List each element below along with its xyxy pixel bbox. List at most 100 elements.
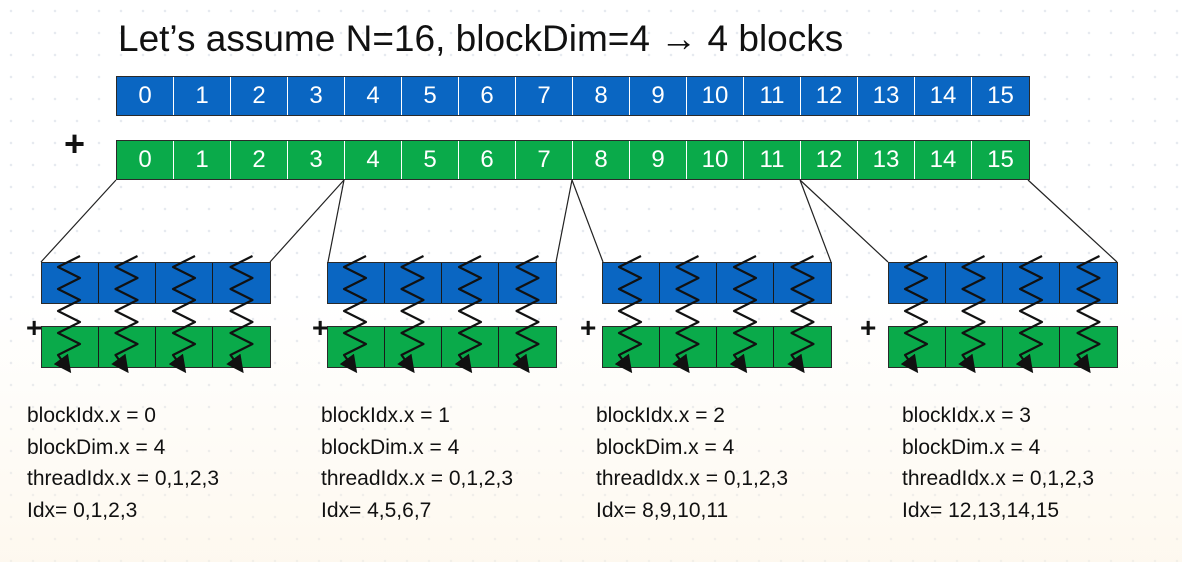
top_array-cell: 5: [402, 77, 459, 115]
thread-wave-arrow: [729, 255, 758, 374]
thread-idx-label: threadIdx.x = 0,1,2,3: [596, 467, 789, 490]
top_array-cell: 3: [288, 77, 345, 115]
mapping-line-block2-right: [799, 179, 832, 263]
block-element: [442, 327, 499, 367]
thread-wave-arrow: [1015, 255, 1044, 374]
block-element: [1003, 263, 1060, 303]
block-idx-label: blockIdx.x = 0: [27, 404, 156, 427]
top_array-cell: 6: [459, 77, 516, 115]
thread-wave-arrow: [672, 255, 700, 374]
bottom_array-cell: 3: [288, 141, 345, 179]
thread-wave-arrow: [958, 255, 986, 374]
block-element: [42, 327, 99, 367]
block-element: [385, 263, 442, 303]
mapping-line-block3-right: [1027, 179, 1118, 263]
thread-wave-arrow: [512, 255, 540, 374]
thread-wave-arrow: [339, 255, 368, 374]
top_array-cell: 12: [801, 77, 858, 115]
top_array-cell: 11: [744, 77, 801, 115]
block-info-0: blockIdx.x = 0 blockDim.x = 4 threadIdx.…: [27, 400, 219, 526]
mapping-line-block1-right: [555, 179, 573, 263]
thread-idx-label: threadIdx.x = 0,1,2,3: [27, 467, 220, 490]
plus-sign: +: [64, 123, 86, 164]
block-element: [946, 327, 1003, 367]
thread-wave-arrow: [900, 255, 929, 374]
idx-label: Idx= 4,5,6,7: [321, 498, 432, 522]
top_array-cell: 0: [117, 77, 174, 115]
thread-wave-arrow: [168, 255, 197, 374]
block-idx-label: blockIdx.x = 1: [321, 404, 450, 427]
bottom_array-cell: 7: [516, 141, 573, 179]
top_array-cell: 7: [516, 77, 573, 115]
bottom_array-cell: 11: [744, 141, 801, 179]
top_array-cell: 14: [915, 77, 972, 115]
bottom_array-cell: 10: [687, 141, 744, 179]
block-element: [603, 327, 660, 367]
block-element: [99, 263, 156, 303]
bottom_array-cell: 0: [117, 141, 174, 179]
block-element: [946, 263, 1003, 303]
thread-wave-arrow: [454, 255, 483, 374]
thread-idx-label: threadIdx.x = 0,1,2,3: [321, 467, 514, 490]
bottom_array-cell: 13: [858, 141, 915, 179]
bottom_array-cell: 12: [801, 141, 858, 179]
mapping-line-block2-left: [571, 179, 604, 263]
block-dim-label: blockDim.x = 4: [596, 435, 735, 459]
bottom_array-cell: 6: [459, 141, 516, 179]
block-element: [385, 327, 442, 367]
top_array-cell: 9: [630, 77, 687, 115]
thread-wave-arrow: [614, 255, 643, 374]
idx-label: Idx= 12,13,14,15: [902, 498, 1060, 522]
block-element: [717, 327, 774, 367]
block-plus-sign: +: [312, 312, 329, 343]
block-element: [442, 263, 499, 303]
thread-wave-arrow: [787, 255, 815, 374]
block-element: [328, 327, 385, 367]
block-dim-label: blockDim.x = 4: [27, 435, 166, 459]
block-element: [99, 327, 156, 367]
mapping-line-block0-left: [40, 179, 117, 263]
block-element: [42, 263, 99, 303]
block-element: [603, 263, 660, 303]
mapping-line-block1-left: [327, 179, 345, 263]
bottom_array-cell: 8: [573, 141, 630, 179]
thread-wave-arrow: [397, 255, 425, 374]
block-info-1: blockIdx.x = 1 blockDim.x = 4 threadIdx.…: [321, 400, 513, 526]
bottom_array-cell: 5: [402, 141, 459, 179]
top_array-cell: 8: [573, 77, 630, 115]
block-plus-sign: +: [580, 312, 597, 343]
top_array-cell: 15: [972, 77, 1029, 115]
bottom_array-cell: 4: [345, 141, 402, 179]
slide-title: Let’s assume N=16, blockDim=4 → 4 blocks: [118, 18, 844, 59]
block-element: [156, 327, 213, 367]
thread-wave-arrow: [1073, 255, 1101, 374]
bottom_array-cell: 9: [630, 141, 687, 179]
thread-wave-arrow: [53, 255, 82, 374]
thread-wave-arrow: [226, 255, 254, 374]
bottom_array-cell: 14: [915, 141, 972, 179]
block-element: [660, 327, 717, 367]
bottom_array-cell: 2: [231, 141, 288, 179]
block-idx-label: blockIdx.x = 2: [596, 404, 725, 427]
block-element: [328, 263, 385, 303]
block-idx-label: blockIdx.x = 3: [902, 404, 1031, 427]
top_array-cell: 13: [858, 77, 915, 115]
block-element: [889, 263, 946, 303]
top_array-cell: 2: [231, 77, 288, 115]
block-info-2: blockIdx.x = 2 blockDim.x = 4 threadIdx.…: [596, 400, 788, 526]
block-element: [889, 327, 946, 367]
top_array-cell: 4: [345, 77, 402, 115]
block-element: [660, 263, 717, 303]
bottom_array-cell: 1: [174, 141, 231, 179]
thread-idx-label: threadIdx.x = 0,1,2,3: [902, 467, 1095, 490]
top_array-cell: 1: [174, 77, 231, 115]
thread-wave-arrow: [111, 255, 139, 374]
mapping-line-block0-right: [269, 179, 345, 263]
top_array-cell: 10: [687, 77, 744, 115]
block-dim-label: blockDim.x = 4: [321, 435, 460, 459]
idx-label: Idx= 8,9,10,11: [596, 498, 729, 522]
